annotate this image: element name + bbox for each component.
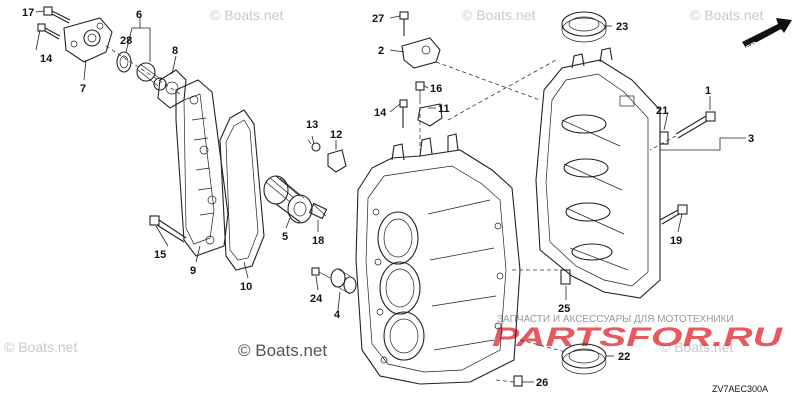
callout-14: 14 [374,107,387,119]
callout-22: 22 [618,351,630,363]
callout-27: 27 [372,13,384,25]
callout-10: 10 [240,281,252,293]
bolt-14-left [37,23,61,40]
thermostat-gasket-28 [116,51,132,73]
watermark-parts-logo: PARTSFOR.RU [492,322,784,352]
crankcase-3 [535,47,661,299]
thermostat-cover-7 [63,17,113,63]
bracket-2 [401,37,441,69]
callout-13: 13 [306,119,318,131]
clip-11 [417,103,443,127]
watermark-layer: © Boats.net © Boats.net © Boats.net © Bo… [4,7,784,360]
bolt-27 [399,11,409,36]
assembly-lines [105,45,677,383]
callout-21: 21 [656,105,668,117]
callout-6: 6 [136,9,142,21]
bolt-16 [415,81,425,100]
callout-24: 24 [310,293,323,305]
callout-3: 3 [748,133,754,145]
watermark-boats: © Boats.net [210,7,283,23]
diagram-code: ZV7AEC300A [712,384,768,394]
plug-4 [330,268,357,295]
thermostat-6 [136,62,167,91]
callout-4: 4 [334,309,341,321]
callout-23: 23 [616,21,628,33]
callout-2: 2 [378,45,384,57]
callout-18: 18 [312,235,324,247]
callout-16: 16 [430,83,442,95]
bolt-15 [149,215,187,243]
watermark-parts-tagline: ЗАПЧАСТИ И АКСЕССУАРЫ ДЛЯ МОТОТЕХНИКИ [497,314,734,325]
callout-11: 11 [438,103,450,115]
front-direction-arrow: FR. [742,18,792,54]
dowel-21 [659,131,669,145]
bolt-19 [659,204,688,225]
watermark-boats: © Boats.net [4,339,77,355]
fitting-18 [308,202,328,220]
exhaust-cover-9 [175,79,229,257]
bolt-1 [675,111,716,139]
callout-12: 12 [330,129,342,141]
watermark-boats-large: © Boats.net [238,341,327,360]
bolt-24 [311,267,331,279]
callout-19: 19 [670,235,682,247]
oil-pressure-switch-12 [327,144,347,173]
callout-1: 1 [705,85,711,97]
bolt-14-center [399,99,408,128]
callout-28: 28 [120,35,132,47]
plug-26 [513,375,523,387]
dowel-25 [560,269,571,285]
leader-lines [35,10,746,383]
gasket-10 [219,109,265,271]
bolt-17 [43,6,71,24]
oil-filter-5 [263,175,313,224]
callout-25: 25 [558,303,570,315]
callout-8: 8 [172,45,178,57]
fitting-13 [307,139,321,152]
callout-numbers: 17 14 7 6 28 8 9 10 15 5 13 12 18 24 4 2… [22,7,754,389]
watermark-boats: © Boats.net [660,339,733,355]
callout-7: 7 [80,83,86,95]
callout-5: 5 [282,231,288,243]
watermark-boats: © Boats.net [462,7,535,23]
callout-15: 15 [154,249,166,261]
callout-14: 14 [40,53,53,65]
callout-26: 26 [536,377,548,389]
watermark-boats: © Boats.net [690,7,763,23]
oil-seal-23 [561,11,607,43]
callout-17: 17 [22,7,34,19]
callout-9: 9 [190,265,196,277]
